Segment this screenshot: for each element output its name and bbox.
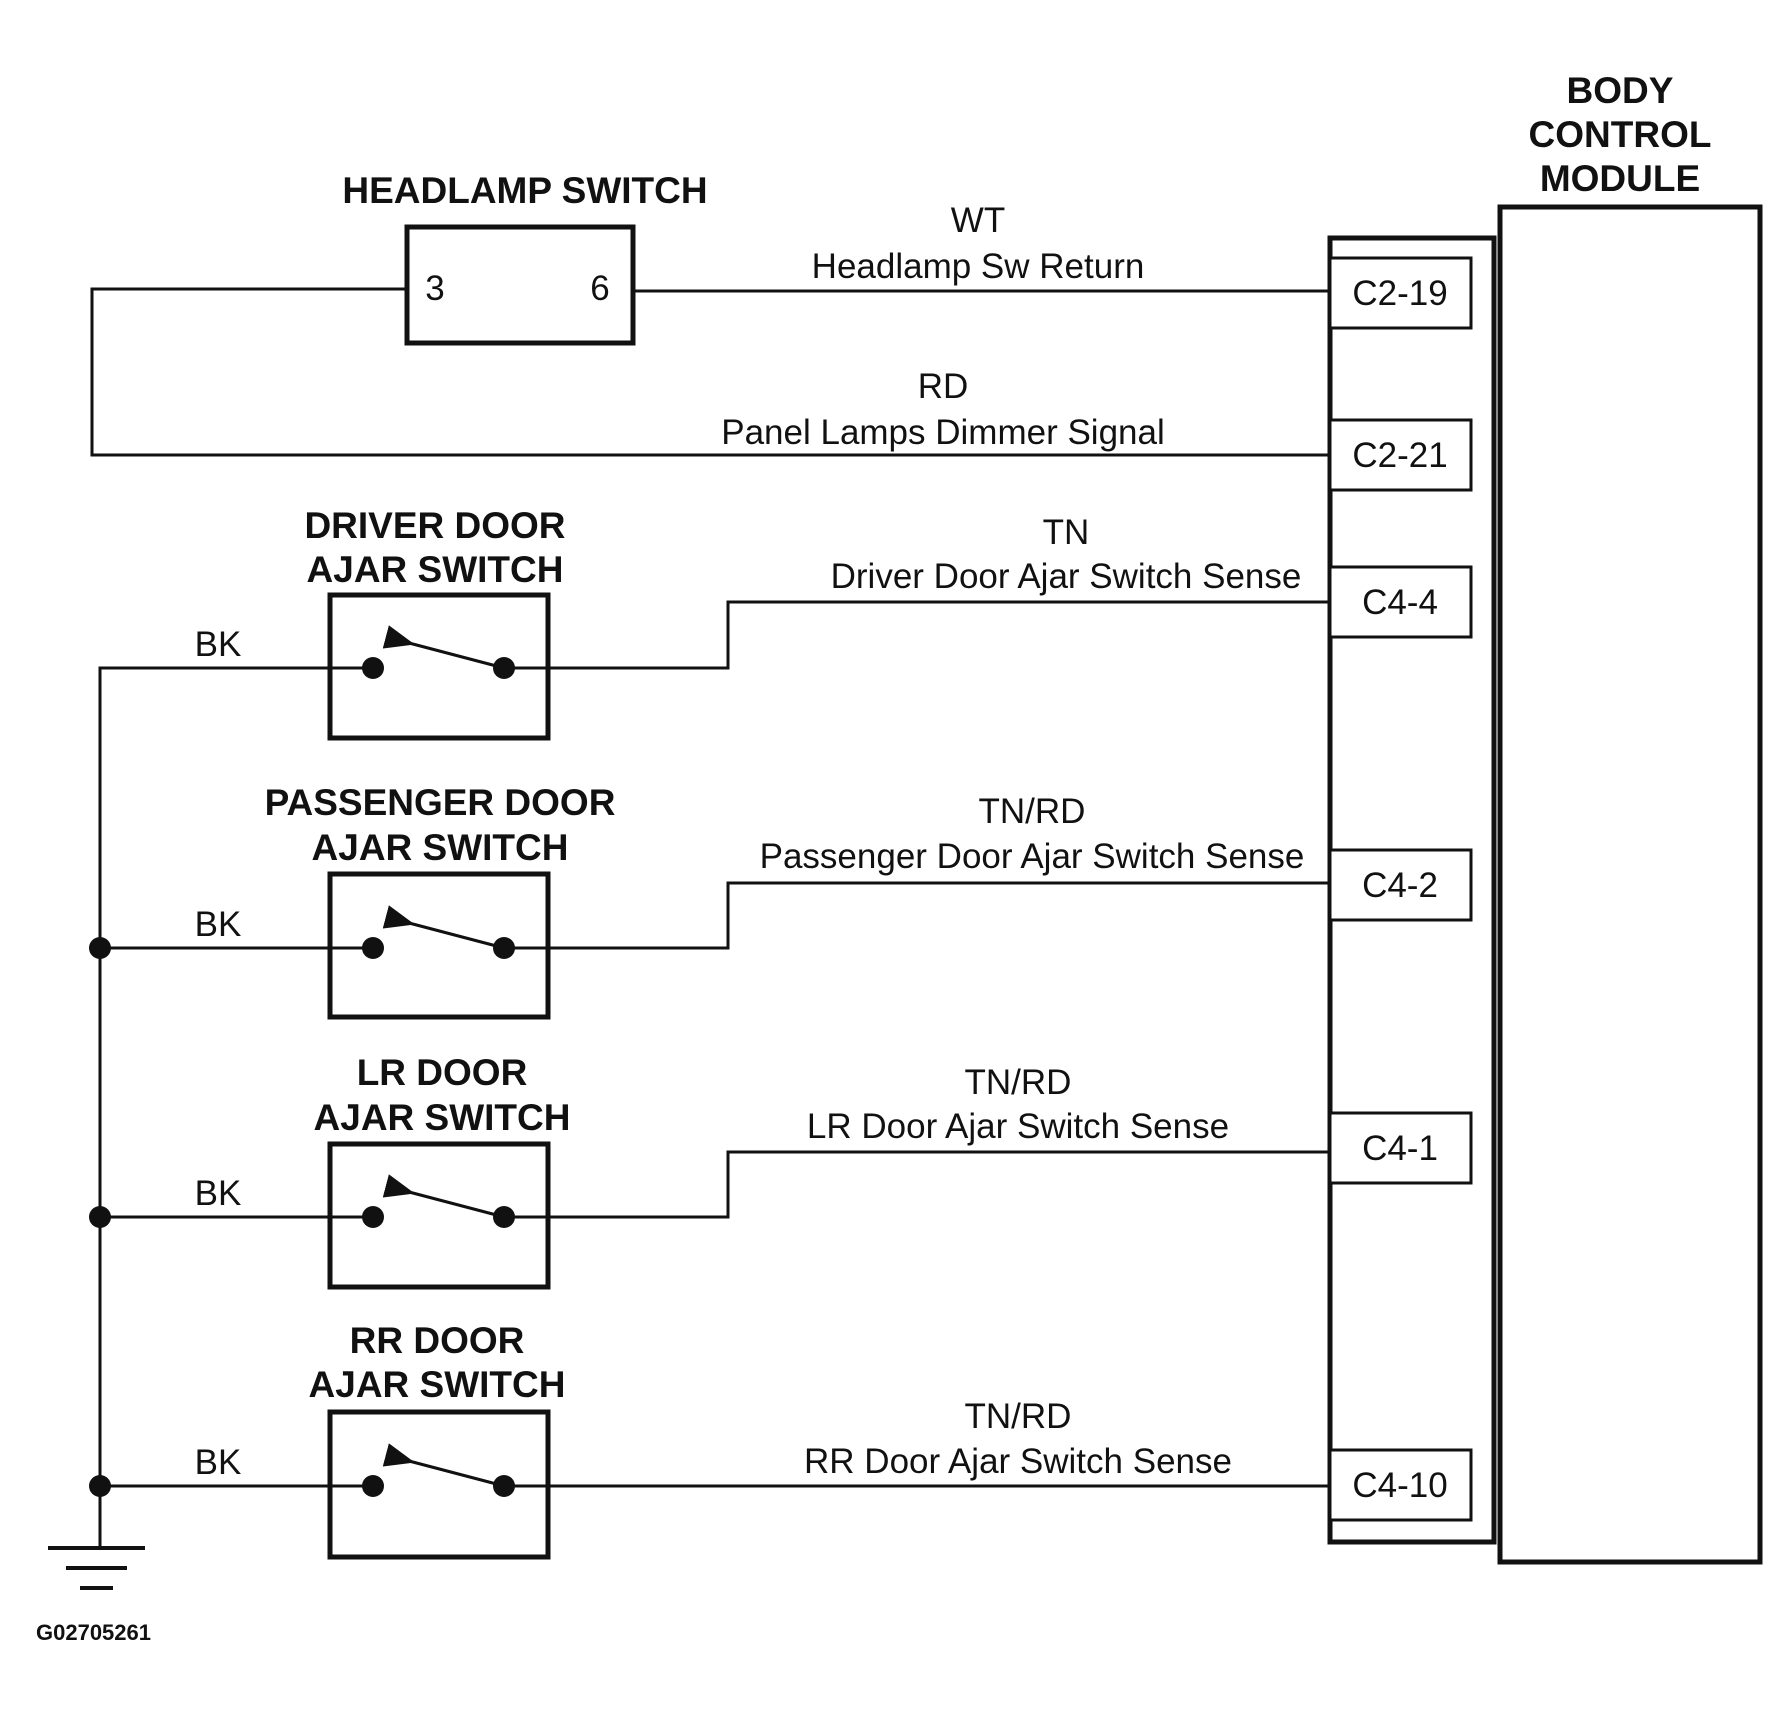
lr-switch-title-line1: LR DOOR bbox=[357, 1052, 528, 1093]
pin-c2-21: C2-21 bbox=[1352, 436, 1447, 475]
bcm-title-line1: BODY bbox=[1567, 70, 1674, 111]
wire-desc-headlamp-return: Headlamp Sw Return bbox=[812, 247, 1145, 286]
pin-c2-19: C2-19 bbox=[1352, 274, 1447, 313]
passenger-switch-blade bbox=[382, 905, 505, 950]
wire-color-tn: TN bbox=[1043, 513, 1090, 552]
lr-switch-title-line2: AJAR SWITCH bbox=[314, 1097, 571, 1138]
passenger-switch-box bbox=[327, 871, 551, 1020]
lr-ground-color: BK bbox=[195, 1174, 242, 1213]
passenger-switch-title-line2: AJAR SWITCH bbox=[312, 827, 569, 868]
wire-desc-passenger-sense: Passenger Door Ajar Switch Sense bbox=[760, 837, 1305, 876]
wire-desc-panel-dimmer: Panel Lamps Dimmer Signal bbox=[721, 413, 1165, 452]
pin-box-c2-19 bbox=[1328, 256, 1473, 330]
wire-panel-dimmer bbox=[90, 287, 1330, 457]
passenger-switch-title-line1: PASSENGER DOOR bbox=[265, 782, 616, 823]
rr-switch-title-line2: AJAR SWITCH bbox=[309, 1364, 566, 1405]
bcm-box bbox=[1497, 204, 1763, 1565]
headlamp-switch-title: HEADLAMP SWITCH bbox=[342, 170, 707, 211]
wire-passenger-sense bbox=[504, 881, 1330, 950]
lr-switch-contact bbox=[362, 1206, 384, 1228]
headlamp-switch-box bbox=[404, 224, 636, 346]
wire-desc-driver-sense: Driver Door Ajar Switch Sense bbox=[831, 557, 1302, 596]
pin-c4-1: C4-1 bbox=[1362, 1129, 1438, 1168]
driver-switch-contact bbox=[362, 657, 384, 679]
headlamp-pin-3: 3 bbox=[425, 269, 444, 308]
wire-desc-lr-sense: LR Door Ajar Switch Sense bbox=[807, 1107, 1229, 1146]
rr-switch-blade bbox=[382, 1443, 505, 1488]
driver-switch-title-line2: AJAR SWITCH bbox=[307, 549, 564, 590]
bcm-title-line2: CONTROL bbox=[1529, 114, 1712, 155]
pin-box-c4-10 bbox=[1328, 1448, 1473, 1522]
driver-switch-title-line1: DRIVER DOOR bbox=[304, 505, 565, 546]
driver-ground-color: BK bbox=[195, 625, 242, 664]
lr-switch-blade bbox=[382, 1174, 505, 1219]
pin-c4-10: C4-10 bbox=[1352, 1466, 1447, 1505]
pin-box-c2-21 bbox=[1328, 418, 1473, 492]
pin-c4-2: C4-2 bbox=[1362, 866, 1438, 905]
pin-c4-4: C4-4 bbox=[1362, 583, 1438, 622]
passenger-switch-contact bbox=[362, 937, 384, 959]
wire-color-tn-rd: TN/RD bbox=[979, 792, 1086, 831]
driver-switch-blade bbox=[382, 625, 505, 670]
headlamp-pin-6: 6 bbox=[590, 269, 609, 308]
wire-color-rd: RD bbox=[918, 367, 969, 406]
wire-color-tn-rd: TN/RD bbox=[965, 1397, 1072, 1436]
rr-switch-contact bbox=[362, 1475, 384, 1497]
wire-desc-rr-sense: RR Door Ajar Switch Sense bbox=[804, 1442, 1232, 1481]
pin-box-c4-1 bbox=[1328, 1111, 1473, 1185]
wire-color-wt: WT bbox=[951, 201, 1005, 240]
pin-box-c4-2 bbox=[1328, 848, 1473, 922]
bcm-title-line3: MODULE bbox=[1540, 158, 1700, 199]
rr-switch-title-line1: RR DOOR bbox=[350, 1320, 525, 1361]
wire-lr-sense bbox=[504, 1150, 1330, 1219]
wire-color-tn-rd: TN/RD bbox=[965, 1063, 1072, 1102]
figure-id: G02705261 bbox=[36, 1620, 151, 1645]
passenger-ground-color: BK bbox=[195, 905, 242, 944]
rr-ground-color: BK bbox=[195, 1443, 242, 1482]
wire-driver-sense bbox=[504, 600, 1330, 670]
